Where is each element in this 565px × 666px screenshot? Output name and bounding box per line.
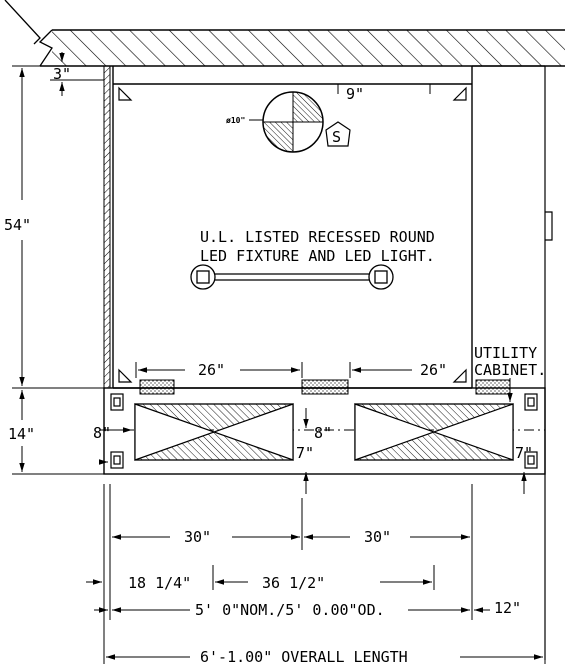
vertical-dims (12, 65, 104, 475)
bolt-offset-label: 9" (346, 85, 364, 103)
height-upper-label: 54" (4, 216, 31, 234)
width-left-26-label: 26" (198, 361, 225, 379)
nominal-length-label: 5' 0"NOM./5' 0.00"OD. (195, 601, 385, 619)
extension-lines (103, 484, 546, 664)
fixture-note-line1: U.L. LISTED RECESSED ROUND (200, 228, 435, 246)
inset-dims (99, 408, 527, 494)
corner-brackets (118, 86, 467, 383)
led-light-bar (190, 264, 394, 290)
width-right-26-label: 26" (420, 361, 447, 379)
utility-label-line1: UTILITY (474, 344, 537, 362)
top-clearance-label: 3" (53, 65, 71, 83)
s-marker-label: S (332, 128, 341, 146)
section-right-30-label: 30" (364, 528, 391, 546)
section-left-30-label: 30" (184, 528, 211, 546)
inset-left-8-label: 8" (93, 424, 111, 442)
span-36-label: 36 1/2" (262, 574, 325, 592)
height-lower-label: 14" (8, 425, 35, 443)
top-clearance-dim (50, 52, 104, 96)
offset-18-label: 18 1/4" (128, 574, 191, 592)
inset-center-8-label: 8" (314, 424, 332, 442)
exhaust-fan (249, 91, 324, 153)
hanger-blocks (110, 393, 538, 469)
inset-right-7-label: 7" (515, 444, 533, 462)
s-marker: S (325, 121, 351, 147)
utility-label-line2: CABINET. (474, 361, 546, 379)
extension-12-label: 12" (494, 599, 521, 617)
grease-troughs (139, 379, 511, 395)
fan-diameter-label: ø10" (226, 116, 245, 125)
wall-strip (103, 65, 111, 389)
filter-right (354, 403, 514, 461)
ceiling (4, 0, 565, 67)
filter-left (134, 403, 294, 461)
inset-center-7-label: 7" (296, 444, 314, 462)
width-26-dims (135, 362, 412, 378)
fixture-note-line2: LED FIXTURE AND LED LIGHT. (200, 247, 435, 265)
overall-length-label: 6'-1.00" OVERALL LENGTH (200, 648, 408, 666)
